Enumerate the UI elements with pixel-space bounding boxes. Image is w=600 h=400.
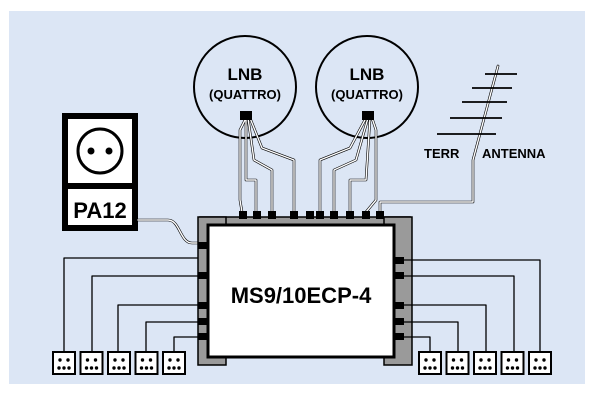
outlets-left	[52, 351, 186, 375]
wall-outlet-left-1	[52, 351, 76, 375]
multiswitch-output-connectors	[198, 242, 404, 340]
wall-outlet-left-5	[162, 351, 186, 375]
power-supply	[62, 113, 138, 231]
wall-outlet-left-3	[107, 351, 131, 375]
lnb-cables	[238, 116, 378, 214]
terr-label: TERR	[424, 146, 460, 161]
wall-outlet-left-2	[79, 351, 104, 375]
multiswitch-body	[206, 223, 396, 359]
power-socket-icon	[76, 127, 124, 175]
wall-outlet-right-3	[473, 351, 497, 375]
outlets-right	[418, 351, 552, 375]
power-cable	[136, 218, 204, 245]
lnb-right-subtitle: (QUATTRO)	[331, 87, 403, 102]
terrestrial-antenna	[378, 64, 517, 214]
lnb-right-dish	[315, 35, 419, 139]
multiswitch-label: MS9/10ECP-4	[231, 283, 372, 308]
wall-outlet-left-4	[134, 351, 159, 375]
lnb-right-head	[362, 111, 374, 120]
output-cables-left	[63, 257, 198, 352]
lnb-left-head	[240, 111, 252, 120]
wall-outlet-right-2	[445, 351, 470, 375]
multiswitch-input-connectors	[239, 211, 384, 219]
lnb-left-cables	[238, 116, 296, 214]
lnb-right-cables	[318, 116, 378, 214]
lnb-left-subtitle: (QUATTRO)	[209, 87, 281, 102]
lnb-right-title: LNB	[350, 65, 385, 84]
power-supply-label: PA12	[73, 198, 126, 223]
wall-outlet-right-1	[418, 351, 442, 375]
lnb-left-title: LNB	[228, 65, 263, 84]
output-cables-right	[404, 259, 541, 352]
wall-outlet-right-4	[500, 351, 525, 375]
antenna-label: ANTENNA	[482, 146, 546, 161]
wall-outlet-right-5	[528, 351, 552, 375]
